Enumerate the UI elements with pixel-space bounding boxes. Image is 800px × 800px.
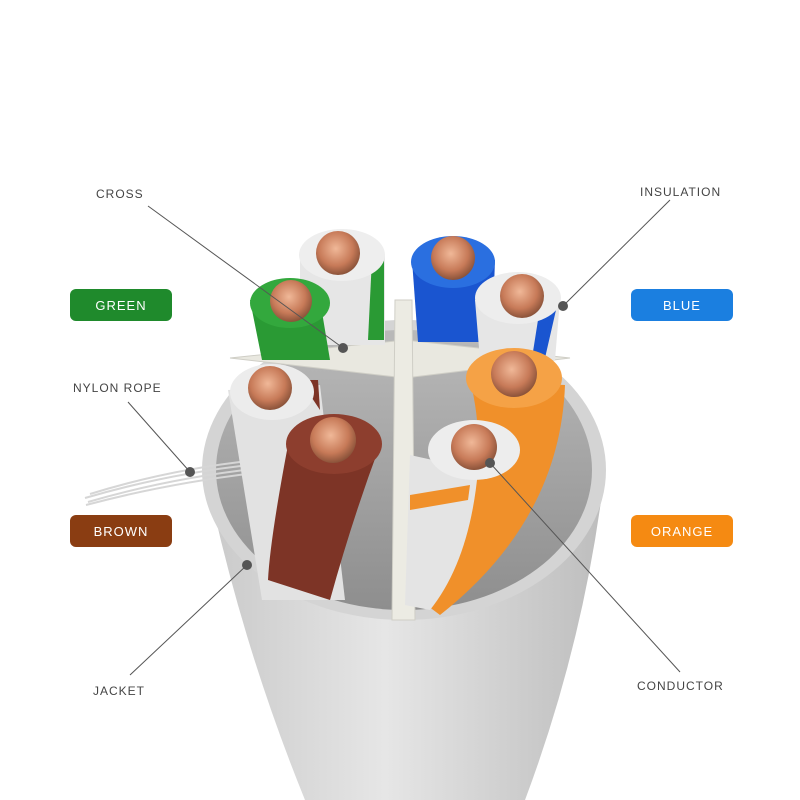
wire-green bbox=[250, 278, 330, 360]
cross-label: CROSS bbox=[96, 187, 144, 201]
insulation-label: INSULATION bbox=[640, 185, 722, 199]
nylon-rope-callout-line bbox=[127, 401, 191, 473]
brown-pill: BROWN bbox=[70, 515, 172, 547]
orange-pill: ORANGE bbox=[631, 515, 733, 547]
blue-pill: BLUE bbox=[631, 289, 733, 321]
insulation-callout-line bbox=[562, 199, 671, 307]
wire-white-blue-stripe bbox=[475, 272, 561, 360]
wire-blue bbox=[411, 236, 495, 342]
copper-conductor bbox=[316, 231, 360, 275]
copper-conductor bbox=[248, 366, 292, 410]
jacket-callout-line bbox=[129, 564, 248, 676]
copper-conductor bbox=[500, 274, 544, 318]
conductor-callout-line bbox=[489, 462, 681, 673]
copper-conductor bbox=[270, 280, 312, 322]
wire-brown bbox=[268, 414, 382, 600]
copper-conductor bbox=[310, 417, 356, 463]
nylon-rope-label: NYLON ROPE bbox=[73, 381, 162, 395]
callout-lines bbox=[127, 199, 681, 676]
jacket-label: JACKET bbox=[93, 684, 146, 698]
green-pill: GREEN bbox=[70, 289, 172, 321]
wire-white-orange-stripe bbox=[405, 420, 520, 610]
conductor-label: CONDUCTOR bbox=[637, 679, 724, 693]
cross-callout-line bbox=[147, 205, 344, 349]
copper-conductor bbox=[491, 351, 537, 397]
callout-dots bbox=[185, 301, 568, 570]
copper-conductor bbox=[451, 424, 497, 470]
copper-conductor bbox=[431, 236, 475, 280]
